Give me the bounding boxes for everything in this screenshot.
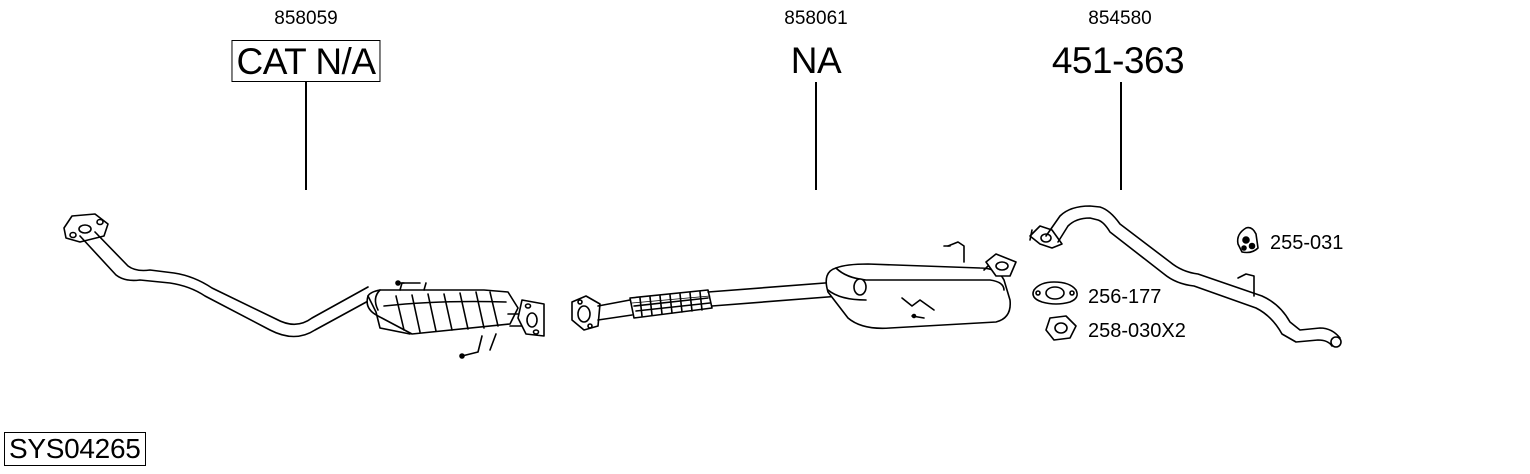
part-code-tail-pipe[interactable]: 451-363 — [1051, 40, 1185, 81]
part-code-front-pipe[interactable]: CAT N/A — [231, 40, 381, 82]
leader-line-front-pipe — [305, 82, 307, 190]
part-code-middle-silencer[interactable]: NA — [790, 40, 842, 81]
middle-silencer-drawing[interactable] — [571, 241, 1017, 331]
accessory-label-nut[interactable]: 258-030X2 — [1088, 320, 1186, 342]
leader-line-tail-pipe — [1120, 82, 1122, 190]
rubber-mount-icon — [1236, 226, 1259, 254]
leader-line-middle-silencer — [815, 82, 817, 190]
part-ref-front-pipe: 858059 — [274, 8, 338, 29]
part-ref-tail-pipe: 854580 — [1088, 8, 1152, 29]
accessory-label-gasket[interactable]: 256-177 — [1088, 286, 1162, 308]
gasket-icon — [1032, 281, 1078, 305]
nut-icon — [1045, 315, 1077, 341]
tail-pipe-drawing[interactable] — [1029, 205, 1342, 348]
front-pipe-drawing[interactable] — [63, 213, 545, 359]
accessory-label-rubber-mount[interactable]: 255-031 — [1270, 232, 1344, 254]
part-ref-middle-silencer: 858061 — [784, 8, 848, 29]
system-id-box: SYS04265 — [4, 432, 146, 466]
